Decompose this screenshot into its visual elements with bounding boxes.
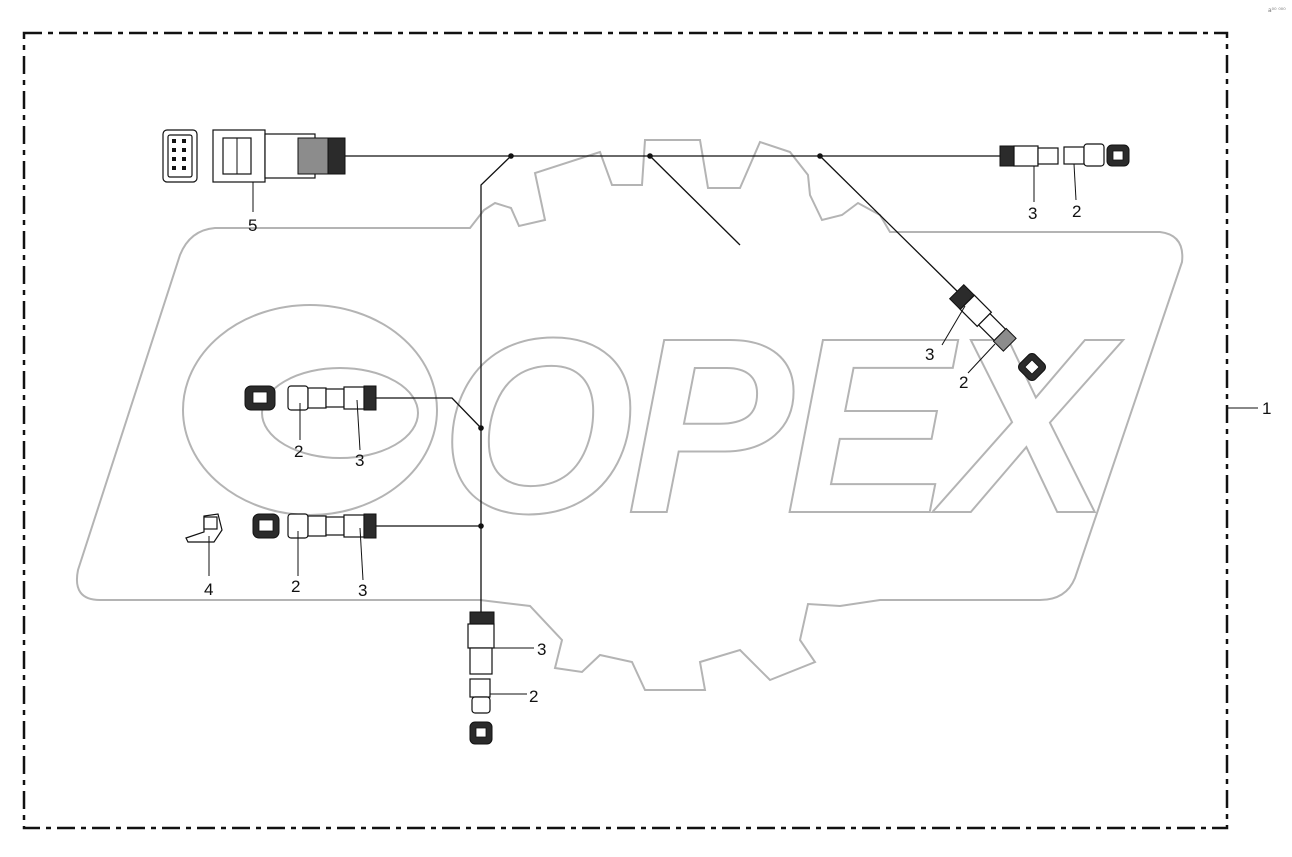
main-connector-pinface — [167, 134, 193, 178]
plug-body — [307, 515, 327, 537]
gear-outline-icon — [76, 139, 1184, 691]
plug-body — [992, 327, 1017, 352]
logo-text: OPEX — [439, 285, 1133, 566]
clip-part — [185, 513, 223, 543]
assembly-frame — [22, 31, 1229, 830]
logo-ring-outer — [182, 304, 438, 516]
callout-assembly: 1 — [1262, 399, 1271, 418]
socket-body — [1013, 145, 1039, 167]
socket-neck — [469, 647, 493, 675]
socket-body — [467, 623, 495, 649]
socket-neck — [325, 388, 345, 408]
callout-socket: 3 — [925, 345, 934, 364]
splice-point — [647, 153, 653, 159]
plug-head — [471, 696, 491, 714]
callout-socket: 3 — [537, 640, 546, 659]
callout-socket: 3 — [358, 581, 367, 600]
callout-plug: 2 — [959, 373, 968, 392]
callout-socket: 3 — [355, 451, 364, 470]
wire-harness — [345, 153, 1000, 612]
lower-left-connectors — [252, 513, 377, 539]
socket-seal — [363, 385, 377, 411]
splice-point — [817, 153, 823, 159]
callout-labels: 1 5 3 2 3 2 2 3 4 2 3 3 2 — [204, 202, 1271, 706]
plug-body — [469, 678, 491, 698]
vertical-branch-wire — [480, 155, 512, 612]
splice-point — [478, 523, 484, 529]
bottom-connectors — [467, 611, 495, 745]
center-branch-wire — [649, 155, 741, 246]
main-connector-seal — [327, 137, 346, 175]
pin-grid — [172, 139, 186, 170]
callout-main-connector: 5 — [248, 216, 257, 235]
corner-mark: a⁰⁰ ⁰⁰⁰ — [1268, 7, 1286, 14]
upper-left-branch-wire — [376, 397, 482, 429]
diagonal-plug-cap — [1018, 353, 1046, 381]
plug-head — [1083, 143, 1105, 167]
callout-plug: 2 — [291, 577, 300, 596]
socket-neck — [325, 516, 345, 536]
callout-clip: 4 — [204, 580, 213, 599]
diagonal-connectors — [948, 283, 1017, 352]
top-right-connectors — [999, 143, 1130, 167]
socket-seal — [469, 611, 495, 625]
plug-head — [287, 385, 309, 411]
plug-body — [307, 387, 327, 409]
leader-lines — [208, 163, 1258, 695]
callout-plug: 2 — [529, 687, 538, 706]
plug-body — [1063, 146, 1085, 165]
upper-left-connectors — [244, 385, 377, 411]
socket-body — [343, 514, 365, 538]
main-connector-lock — [297, 137, 329, 175]
opex-watermark: OPEX — [76, 139, 1184, 691]
callout-plug: 2 — [1072, 202, 1081, 221]
socket-body — [343, 386, 365, 410]
logo-ring-inner — [261, 367, 419, 459]
logo-letters: OPEX — [440, 286, 1124, 565]
callout-plug: 2 — [294, 442, 303, 461]
splice-point — [508, 153, 514, 159]
diagonal-branch-wire — [819, 155, 959, 293]
splice-point — [478, 425, 484, 431]
socket-neck — [1037, 147, 1059, 165]
main-connector — [162, 129, 346, 183]
clip-tab — [203, 516, 218, 530]
socket-seal — [999, 145, 1015, 167]
socket-seal — [363, 513, 377, 539]
callout-socket: 3 — [1028, 204, 1037, 223]
